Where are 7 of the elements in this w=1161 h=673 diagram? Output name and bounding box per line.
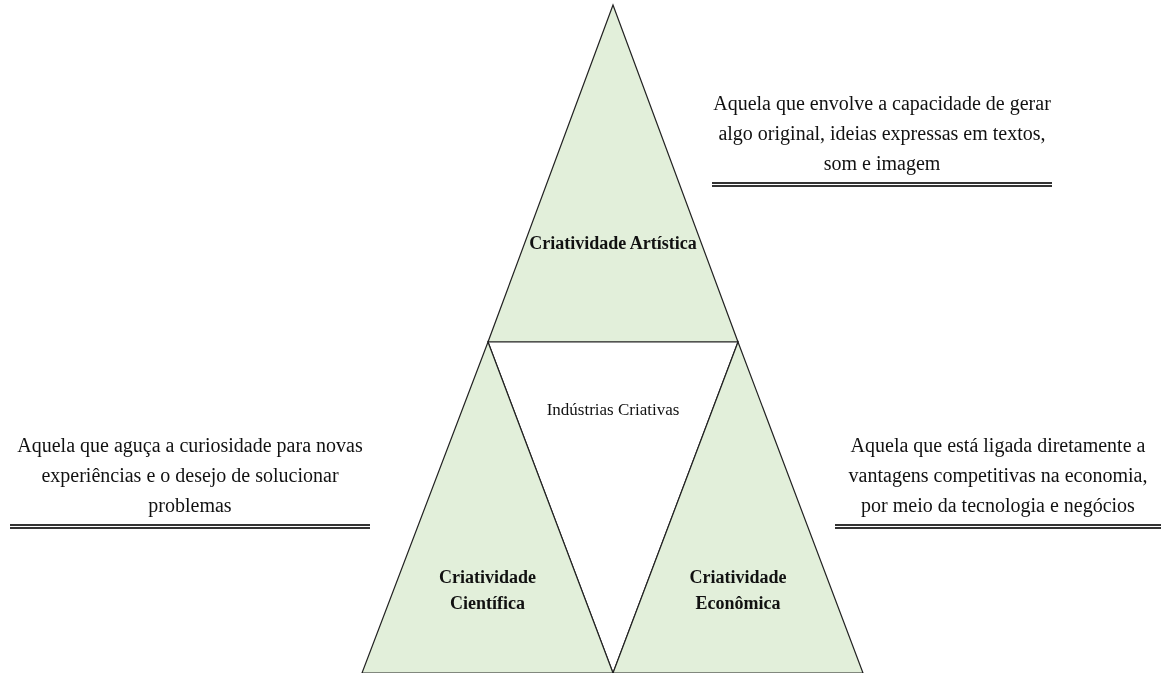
description-note: Aquela que envolve a capacidade de gerar algo original, ideias expressas em textos, som e imagem	[712, 88, 1052, 187]
segment-label: Criatividade Econômica	[688, 566, 788, 615]
description-note: Aquela que está ligada diretamente a vantagens competitivas na economia, por meio da tecnologia e negócios	[835, 430, 1161, 529]
segment-label: Criatividade Científica	[438, 566, 537, 615]
segment-label: Criatividade Artística	[528, 232, 698, 255]
description-note: Aquela que aguça a curiosidade para novas experiências e o desejo de solucionar problemas	[10, 430, 370, 529]
segment-label: Indústrias Criativas	[545, 399, 681, 421]
